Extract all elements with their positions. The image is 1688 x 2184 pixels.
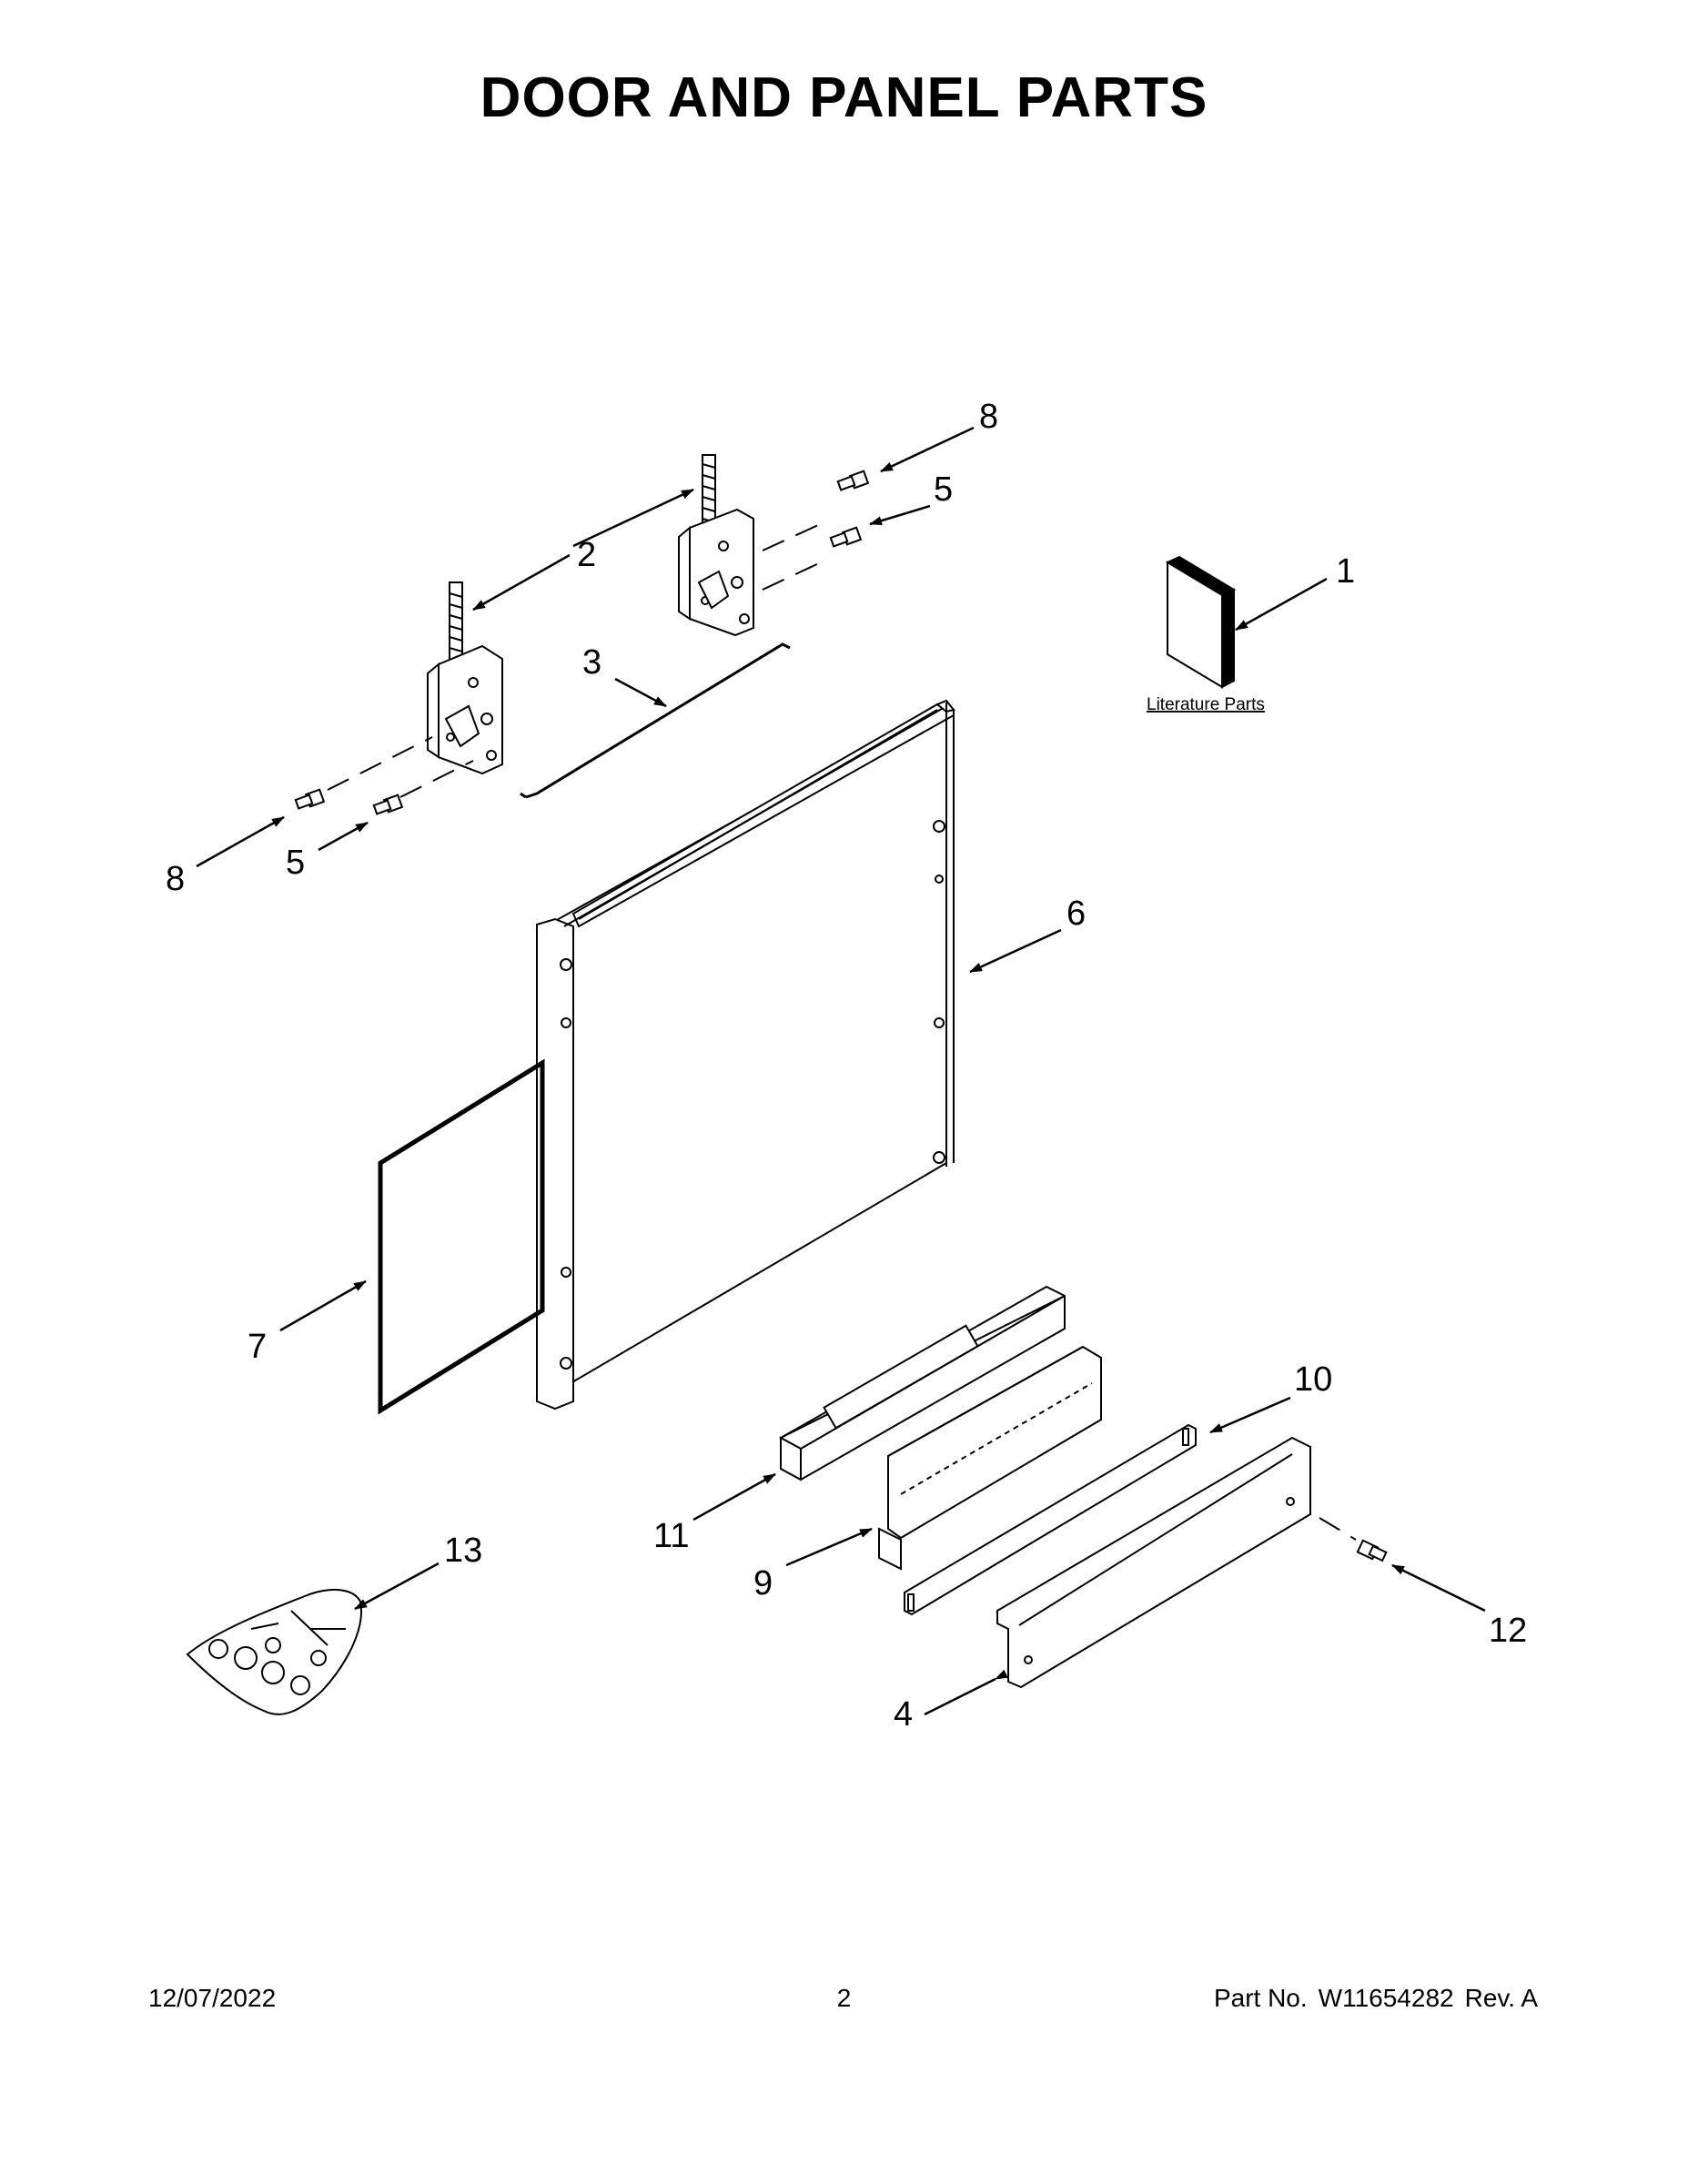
callout-3: 3 xyxy=(582,643,601,682)
bracket-4 xyxy=(996,1436,1311,1689)
callout-13: 13 xyxy=(444,1532,482,1570)
block-11 xyxy=(778,1285,1066,1481)
screw-8-upper xyxy=(836,470,870,491)
callout-leaders xyxy=(196,426,1486,1716)
callout-12: 12 xyxy=(1489,1612,1527,1650)
callout-6: 6 xyxy=(1066,895,1086,933)
callout-5-lower: 5 xyxy=(286,844,305,882)
callout-4: 4 xyxy=(894,1695,913,1734)
callout-7: 7 xyxy=(248,1328,267,1366)
revision: Rev. A xyxy=(1464,1984,1538,2012)
callout-2: 2 xyxy=(577,536,596,574)
callout-8-lower: 8 xyxy=(166,860,185,898)
footer-part-info: Part No. W11654282 Rev. A xyxy=(1214,1984,1538,2013)
part-number-prefix: Part No. xyxy=(1213,1984,1308,2012)
block-9 xyxy=(878,1345,1102,1571)
callout-10: 10 xyxy=(1294,1360,1332,1399)
part-number: W11654282 xyxy=(1318,1984,1454,2012)
hinge-left xyxy=(427,581,503,775)
screw-5-upper xyxy=(829,526,863,548)
callout-8-upper: 8 xyxy=(979,398,998,436)
literature-parts-label: Literature Parts xyxy=(1147,695,1265,714)
alignment-guides xyxy=(327,520,1357,1541)
footer-page-number: 2 xyxy=(836,1984,852,2012)
screw-8-lower xyxy=(294,788,326,810)
callout-1: 1 xyxy=(1336,552,1355,591)
callout-9: 9 xyxy=(753,1564,773,1603)
footer-date: 12/07/2022 xyxy=(148,1984,277,2012)
page-title: DOOR AND PANEL PARTS xyxy=(480,66,1208,129)
strip-10 xyxy=(904,1423,1197,1616)
insulation-panel xyxy=(378,1058,545,1415)
callout-5-upper: 5 xyxy=(934,470,953,509)
hinge-right xyxy=(678,454,754,637)
hardware-bag xyxy=(186,1588,362,1715)
door-panel xyxy=(536,699,955,1410)
screw-12 xyxy=(1356,1539,1388,1562)
literature-parts-booklet xyxy=(1165,555,1237,689)
callout-11: 11 xyxy=(653,1517,689,1555)
hinge-rod xyxy=(520,642,791,799)
screw-5-lower xyxy=(372,794,404,815)
